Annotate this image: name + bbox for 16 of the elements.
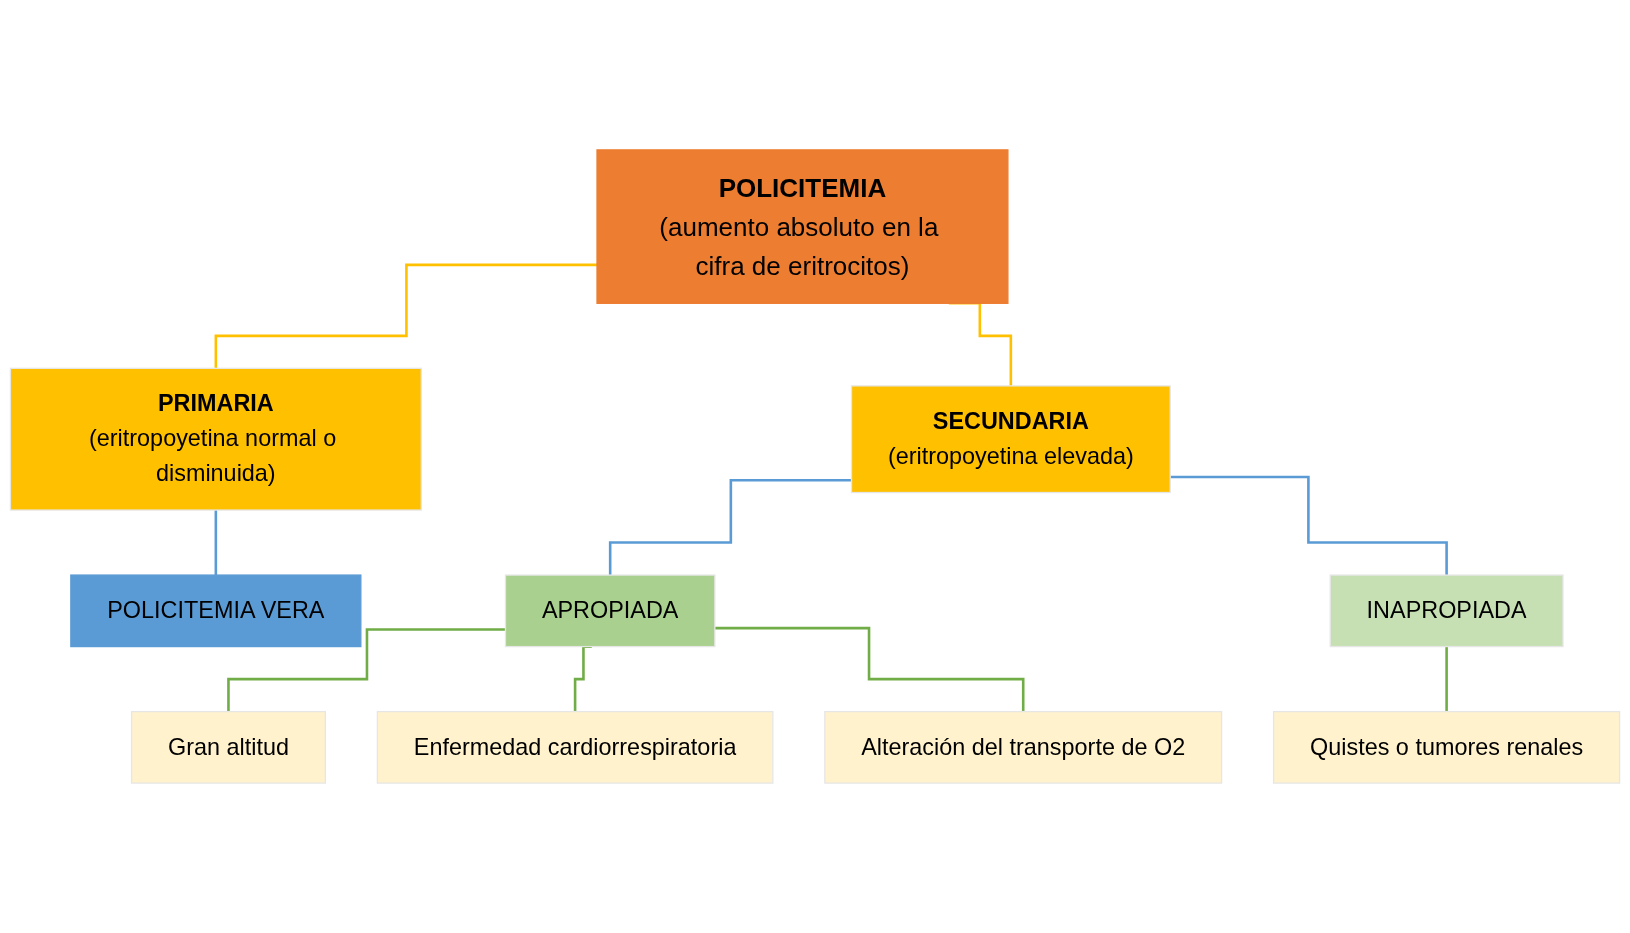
connector bbox=[227, 628, 506, 713]
connector bbox=[214, 263, 597, 370]
node-box: APROPIADA bbox=[504, 574, 716, 648]
node-box: Quistes o tumores renales bbox=[1272, 710, 1621, 784]
connector bbox=[1170, 475, 1448, 577]
node-box: Alteración del transporte de O2 bbox=[824, 710, 1223, 784]
node-box: POLICITEMIA (aumento absoluto en la cifra de eritrocitos) bbox=[596, 149, 1009, 304]
node-box: INAPROPIADA bbox=[1329, 574, 1564, 648]
connector bbox=[1445, 645, 1448, 713]
connector bbox=[714, 626, 1025, 713]
node-box: POLICITEMIA VERA bbox=[70, 574, 362, 648]
node-box: Enfermedad cardiorrespiratoria bbox=[376, 710, 774, 784]
node-box: Gran altitud bbox=[130, 710, 326, 784]
node-box: PRIMARIA (eritropoyetina normal o disminuida) bbox=[9, 367, 422, 511]
node-box: SECUNDARIA (eritropoyetina elevada) bbox=[850, 385, 1171, 494]
connector bbox=[608, 479, 852, 577]
